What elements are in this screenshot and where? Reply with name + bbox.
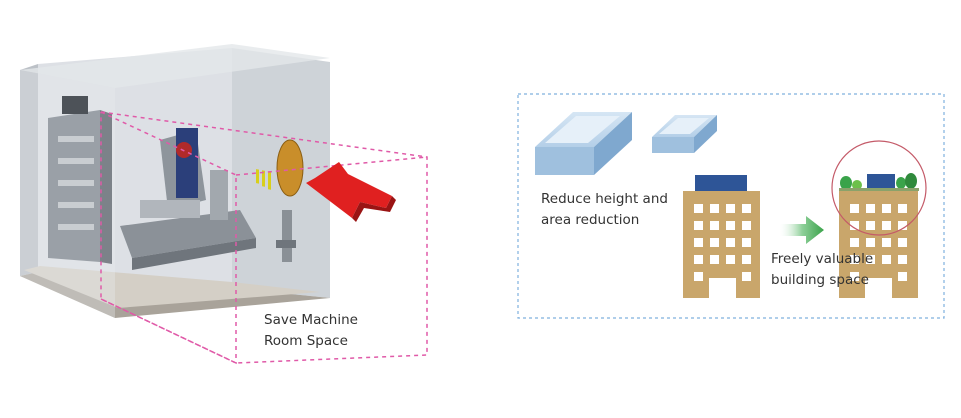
- caption-line: building space: [771, 272, 869, 288]
- caption-line: Reduce height and: [541, 191, 668, 207]
- machine-room-left-wall: [20, 64, 38, 276]
- caption-line: Freely valuable: [771, 251, 874, 267]
- roof-panel-before: [695, 175, 747, 191]
- red-arrow-shadow: [352, 196, 396, 222]
- building-after: [839, 173, 919, 298]
- windows-before: [694, 204, 751, 298]
- hoist-bracket: [276, 210, 296, 262]
- roof-panel-after: [867, 174, 895, 190]
- green-arrow: [780, 216, 824, 244]
- building-panel-frame: [517, 93, 945, 319]
- duct-after-icon: [652, 115, 717, 153]
- duct-before-icon: [535, 112, 632, 175]
- machine-room-floor-top: [24, 266, 320, 308]
- rooftop-highlight-circle: [831, 140, 927, 236]
- caption-line: Room Space: [264, 333, 348, 349]
- building-space-caption: Freely valuable building space: [771, 249, 873, 291]
- caption-line: area reduction: [541, 212, 640, 228]
- rooftop-trees: [839, 173, 919, 191]
- machine-room-illustration: [20, 44, 330, 318]
- space-saving-dashed-box: [100, 111, 428, 365]
- control-cabinet: [48, 96, 112, 264]
- machine-room-ceiling: [20, 44, 330, 88]
- yellow-fins: [256, 169, 271, 190]
- traction-machine: [120, 128, 256, 270]
- rope-sheave: [276, 139, 304, 197]
- red-arrow: [306, 162, 392, 218]
- caption-line: Save Machine: [264, 312, 358, 328]
- reduce-height-caption: Reduce height and area reduction: [541, 189, 668, 231]
- windows-after: [850, 204, 907, 298]
- building-before: [683, 175, 760, 298]
- save-machine-room-caption: Save Machine Room Space: [264, 310, 358, 352]
